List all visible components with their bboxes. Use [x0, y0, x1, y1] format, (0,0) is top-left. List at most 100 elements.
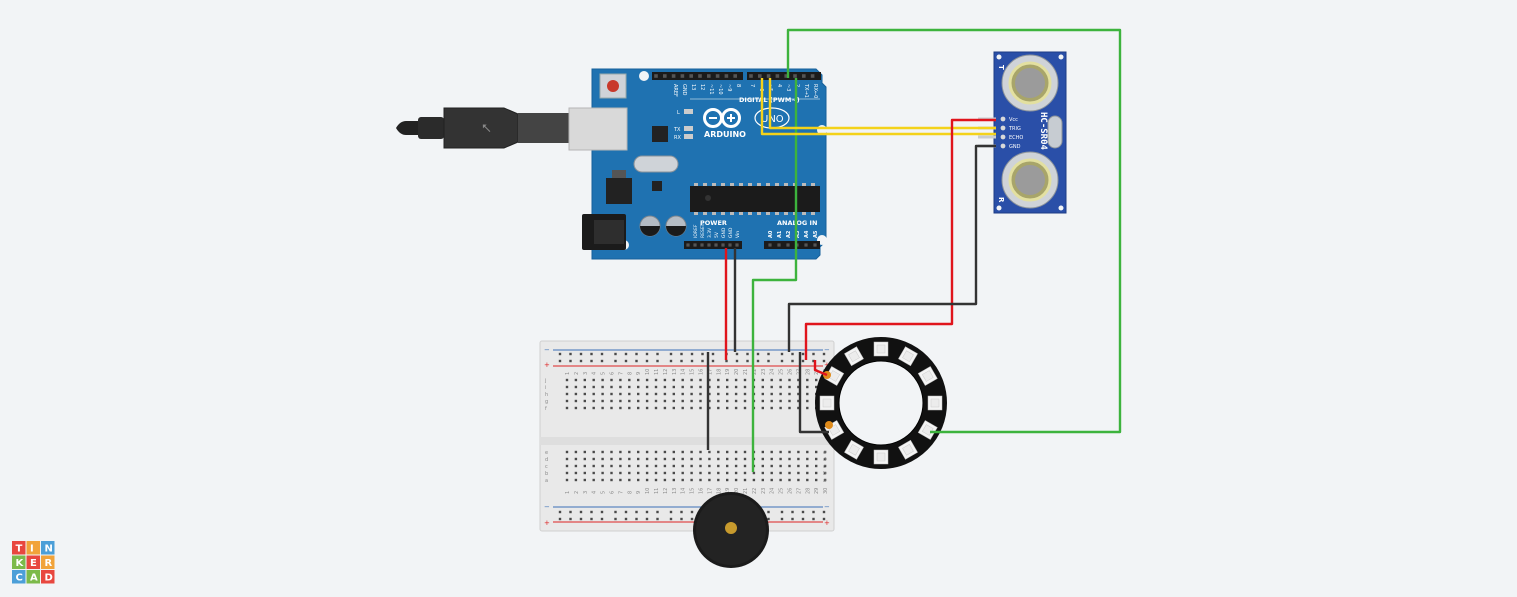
- breadboard-hole[interactable]: [717, 450, 720, 454]
- breadboard-hole[interactable]: [779, 378, 782, 382]
- breadboard-hole[interactable]: [601, 385, 604, 389]
- breadboard-hole[interactable]: [699, 392, 702, 396]
- breadboard-hole[interactable]: [681, 457, 684, 461]
- breadboard-hole[interactable]: [565, 478, 569, 482]
- breadboard-hole[interactable]: [823, 450, 827, 454]
- breadboard-hole[interactable]: [761, 392, 764, 396]
- breadboard-hole[interactable]: [797, 392, 800, 396]
- rail-hole[interactable]: [579, 517, 583, 521]
- breadboard-hole[interactable]: [690, 457, 693, 461]
- breadboard-hole[interactable]: [815, 378, 818, 382]
- rail-hole[interactable]: [756, 352, 760, 356]
- breadboard-hole[interactable]: [628, 392, 631, 396]
- rail-hole[interactable]: [812, 517, 815, 521]
- rail-hole[interactable]: [614, 359, 617, 363]
- breadboard-hole[interactable]: [690, 392, 693, 396]
- header-pin-hole[interactable]: [777, 243, 781, 247]
- breadboard-hole[interactable]: [770, 378, 773, 382]
- rail-hole[interactable]: [680, 359, 683, 363]
- rail-hole[interactable]: [624, 510, 628, 514]
- breadboard-hole[interactable]: [583, 471, 586, 475]
- rail-hole[interactable]: [600, 510, 604, 514]
- rail-hole[interactable]: [812, 359, 815, 363]
- breadboard-hole[interactable]: [779, 471, 782, 475]
- breadboard-hole[interactable]: [734, 406, 738, 410]
- breadboard-hole[interactable]: [726, 471, 729, 475]
- breadboard-hole[interactable]: [797, 385, 800, 389]
- wire-red-ring-power[interactable]: [813, 360, 828, 377]
- breadboard-hole[interactable]: [619, 464, 622, 468]
- breadboard-hole[interactable]: [583, 450, 586, 454]
- rail-hole[interactable]: [767, 359, 770, 363]
- header-pin-hole[interactable]: [749, 74, 753, 78]
- breadboard-hole[interactable]: [681, 471, 684, 475]
- header-pin-hole[interactable]: [735, 243, 739, 247]
- breadboard-hole[interactable]: [770, 464, 773, 468]
- rail-hole[interactable]: [711, 352, 715, 356]
- rail-hole[interactable]: [656, 359, 659, 363]
- rail-hole[interactable]: [624, 517, 628, 521]
- breadboard-hole[interactable]: [708, 471, 711, 475]
- neopixel-ring[interactable]: [815, 337, 947, 469]
- rail-hole[interactable]: [812, 352, 815, 356]
- breadboard-hole[interactable]: [806, 392, 809, 396]
- rail-hole[interactable]: [780, 359, 784, 363]
- rail-hole[interactable]: [635, 359, 638, 363]
- wires[interactable]: [706, 28, 1122, 472]
- breadboard-hole[interactable]: [743, 385, 747, 389]
- breadboard-hole[interactable]: [645, 464, 649, 468]
- rail-hole[interactable]: [822, 352, 826, 356]
- header-pin-hole[interactable]: [686, 243, 690, 247]
- breadboard-hole[interactable]: [788, 464, 791, 468]
- rail-hole[interactable]: [645, 517, 649, 521]
- rail-hole[interactable]: [669, 510, 673, 514]
- breadboard-hole[interactable]: [699, 406, 702, 410]
- header-pin-hole[interactable]: [802, 74, 806, 78]
- rail-hole[interactable]: [590, 359, 593, 363]
- breadboard-hole[interactable]: [770, 392, 773, 396]
- header-pin-hole[interactable]: [721, 243, 725, 247]
- breadboard-hole[interactable]: [672, 392, 675, 396]
- header-pin-hole[interactable]: [775, 74, 780, 78]
- breadboard-hole[interactable]: [601, 399, 604, 403]
- breadboard-hole[interactable]: [708, 457, 711, 461]
- breadboard-hole[interactable]: [592, 378, 595, 382]
- breadboard-hole[interactable]: [681, 478, 684, 482]
- header-pin-hole[interactable]: [654, 74, 658, 78]
- breadboard-hole[interactable]: [663, 406, 667, 410]
- breadboard-hole[interactable]: [717, 478, 720, 482]
- breadboard-hole[interactable]: [628, 378, 631, 382]
- breadboard-hole[interactable]: [610, 478, 613, 482]
- breadboard-hole[interactable]: [619, 450, 622, 454]
- breadboard-hole[interactable]: [583, 378, 586, 382]
- breadboard-hole[interactable]: [779, 392, 782, 396]
- breadboard-hole[interactable]: [583, 406, 586, 410]
- breadboard-hole[interactable]: [610, 392, 613, 396]
- breadboard-hole[interactable]: [619, 478, 622, 482]
- rail-hole[interactable]: [614, 517, 617, 521]
- breadboard-hole[interactable]: [610, 471, 613, 475]
- wire-red-sensor-vcc[interactable]: [804, 118, 996, 360]
- breadboard-hole[interactable]: [654, 399, 658, 403]
- breadboard-hole[interactable]: [690, 450, 693, 454]
- breadboard-hole[interactable]: [743, 457, 747, 461]
- rail-hole[interactable]: [656, 352, 659, 356]
- breadboard-hole[interactable]: [690, 471, 693, 475]
- breadboard-hole[interactable]: [565, 471, 569, 475]
- breadboard-hole[interactable]: [565, 385, 569, 389]
- breadboard-hole[interactable]: [663, 471, 667, 475]
- breadboard-hole[interactable]: [726, 478, 729, 482]
- breadboard-hole[interactable]: [734, 457, 738, 461]
- breadboard-hole[interactable]: [574, 392, 578, 396]
- rail-hole[interactable]: [656, 517, 659, 521]
- rail-hole[interactable]: [767, 517, 770, 521]
- breadboard-hole[interactable]: [672, 478, 675, 482]
- breadboard-hole[interactable]: [628, 457, 631, 461]
- breadboard-hole[interactable]: [806, 399, 809, 403]
- breadboard-hole[interactable]: [672, 471, 675, 475]
- breadboard-hole[interactable]: [708, 478, 711, 482]
- header-pin-hole[interactable]: [786, 243, 790, 247]
- rail-hole[interactable]: [558, 359, 562, 363]
- breadboard-hole[interactable]: [645, 450, 649, 454]
- header-pin-hole[interactable]: [715, 74, 720, 78]
